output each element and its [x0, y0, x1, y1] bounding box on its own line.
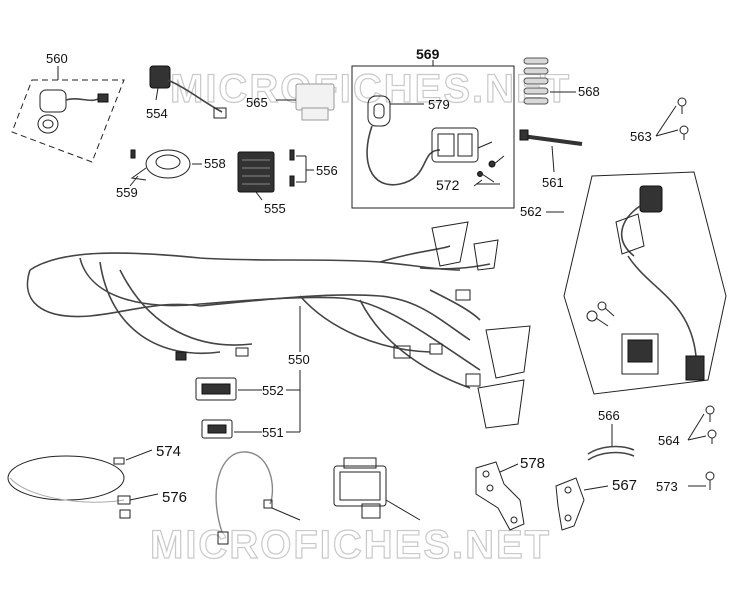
part-562-lock-set[interactable]: [546, 171, 727, 395]
part-552-fuse-box[interactable]: [195, 377, 262, 401]
part-558-horn[interactable]: [129, 149, 202, 187]
part-575-wire[interactable]: [215, 451, 301, 545]
part-565-flasher[interactable]: [276, 83, 335, 121]
label-568: 568: [578, 84, 600, 99]
part-576-cdi-unit[interactable]: [333, 457, 421, 521]
label-574: 574: [156, 443, 181, 460]
label-573: 576: [162, 489, 187, 506]
label-555: 555: [264, 201, 286, 216]
label-552: 552: [262, 383, 284, 398]
label-564: 564: [658, 433, 680, 448]
label-560: 560: [46, 51, 68, 66]
part-551-fuse-holder[interactable]: [201, 419, 262, 439]
label-558: 558: [204, 156, 226, 171]
part-550-wiring-harness[interactable]: [26, 221, 531, 429]
part-573-wire-loop[interactable]: [7, 449, 159, 519]
part-560-ignition-switch[interactable]: [11, 66, 125, 163]
part-561-cable-tie[interactable]: [519, 129, 583, 173]
part-566-wire[interactable]: [587, 424, 635, 461]
label-565: 565: [246, 95, 268, 110]
watermark-top: MICROFICHES.NET: [170, 67, 571, 111]
label-577: 578: [520, 455, 545, 472]
label-566: 566: [598, 408, 620, 423]
label-567: 573: [656, 479, 678, 494]
part-564-screws[interactable]: [687, 405, 717, 444]
part-578-bracket[interactable]: [555, 477, 609, 531]
label-561: 561: [542, 175, 564, 190]
leader-572: [473, 179, 483, 187]
watermark-bottom: MICROFICHES.NET: [150, 523, 551, 567]
label-562: 562: [520, 204, 542, 219]
label-572: 572: [436, 177, 460, 193]
label-578: 567: [612, 477, 637, 494]
part-568-fuses[interactable]: [523, 57, 576, 105]
label-579: 579: [428, 97, 450, 112]
label-554: 554: [146, 106, 168, 121]
label-559: 559: [116, 185, 138, 200]
label-551: 551: [262, 425, 284, 440]
label-550: 550: [288, 352, 310, 367]
part-567-screw[interactable]: [688, 471, 715, 490]
part-569-ignition-coil-assembly[interactable]: [351, 60, 515, 209]
part-563-screws[interactable]: [655, 97, 689, 140]
part-554-relay[interactable]: [149, 65, 227, 119]
label-563: 563: [630, 129, 652, 144]
part-555-regulator[interactable]: [237, 149, 314, 201]
label-569: 569: [416, 46, 440, 62]
part-577-bracket[interactable]: [475, 461, 525, 531]
label-556: 556: [316, 163, 338, 178]
